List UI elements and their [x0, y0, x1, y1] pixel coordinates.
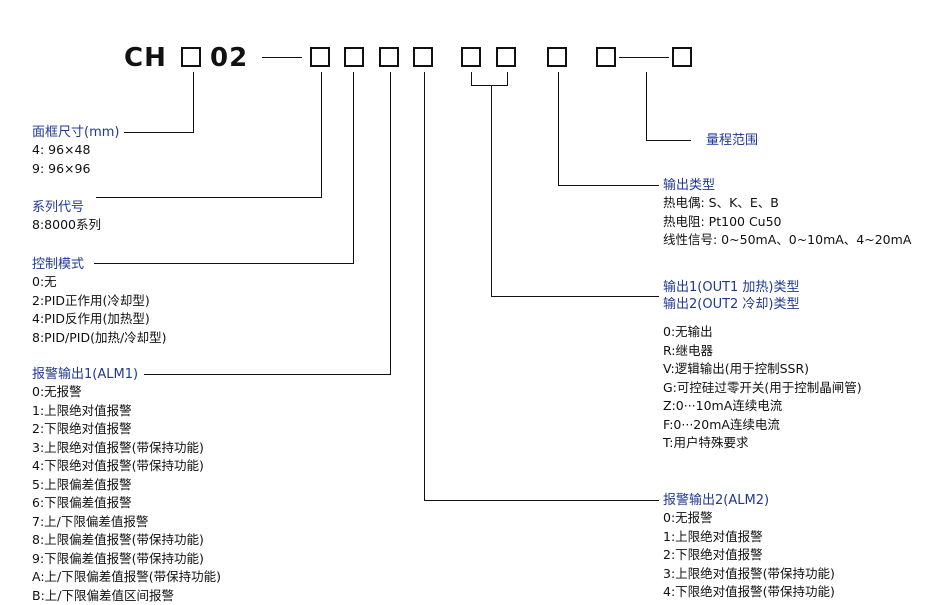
connector-frame-v — [193, 72, 194, 132]
connector-outputs-h — [491, 296, 659, 297]
list-item: 2:下限绝对值报警 — [32, 420, 221, 439]
connector-series-h — [96, 197, 322, 198]
list-item: B:上/下限偏差值区间报警 — [32, 587, 221, 605]
connector-range-h — [646, 140, 691, 141]
connector-input-v — [558, 72, 559, 185]
list-item: 0:无输出 — [663, 323, 862, 342]
group-outputs-title2: 输出2(OUT2 冷却)类型 — [663, 296, 862, 313]
code-box-series — [310, 47, 330, 67]
connector-control-v — [353, 72, 354, 263]
group-alarm2-title: 报警输出2(ALM2) — [663, 492, 835, 509]
connector-input-h — [558, 185, 659, 186]
list-item: F:0···20mA连续电流 — [663, 416, 862, 435]
connector-outputs-v — [491, 85, 492, 296]
connector-alarm2-h — [424, 500, 659, 501]
code-dash-1 — [262, 57, 302, 58]
list-item: 0:无 — [32, 273, 167, 292]
list-item: Z:0···10mA连续电流 — [663, 397, 862, 416]
group-outputs-title1: 输出1(OUT1 加热)类型 — [663, 279, 862, 296]
group-series: 系列代号 8:8000系列 — [32, 199, 101, 235]
list-item: A:上/下限偏差值报警(带保持功能) — [32, 568, 221, 587]
list-item: 3:上限绝对值报警(带保持功能) — [663, 565, 835, 584]
list-item: 9:下限偏差值报警(带保持功能) — [32, 550, 221, 569]
code-box-alarm1 — [379, 47, 399, 67]
group-series-list: 8:8000系列 — [32, 216, 101, 235]
list-item: 热电阻: Pt100 Cu50 — [663, 213, 911, 232]
list-item: 2:PID正作用(冷却型) — [32, 292, 167, 311]
list-item: 4:PID反作用(加热型) — [32, 310, 167, 329]
list-item: 1:上限绝对值报警 — [663, 528, 835, 547]
list-item: 线性信号: 0~50mA、0~10mA、4~20mA — [663, 231, 911, 250]
group-control-title: 控制模式 — [32, 256, 167, 273]
list-item: 8:PID/PID(加热/冷却型) — [32, 329, 167, 348]
list-item: 4:下限绝对值报警(带保持功能) — [32, 457, 221, 476]
list-item: R:继电器 — [663, 342, 862, 361]
group-input-title: 输出类型 — [663, 177, 911, 194]
connector-outputs-stub-b — [507, 72, 508, 85]
list-item: 4: 96×48 — [32, 141, 119, 160]
list-item: 1:上限绝对值报警 — [32, 402, 221, 421]
connector-alarm2-v — [424, 72, 425, 500]
code-mid: 02 — [210, 40, 248, 76]
code-box-range-b — [672, 47, 692, 67]
list-item: 6:下限偏差值报警 — [32, 494, 221, 513]
list-item: 9: 96×96 — [32, 160, 119, 179]
connector-series-v — [321, 72, 322, 197]
list-item: 8:8000系列 — [32, 216, 101, 235]
code-box-out2 — [496, 47, 516, 67]
list-item: 0:无报警 — [32, 383, 221, 402]
group-series-title: 系列代号 — [32, 199, 101, 216]
group-range-title: 量程范围 — [706, 132, 758, 149]
code-prefix: CH — [124, 40, 167, 76]
list-item: 热电偶: S、K、E、B — [663, 194, 911, 213]
code-box-alarm2 — [413, 47, 433, 67]
list-item: G:可控硅过零开关(用于控制晶闸管) — [663, 379, 862, 398]
connector-frame-h — [124, 132, 194, 133]
list-item: 5:上限偏差值报警 — [32, 476, 221, 495]
code-box-control — [344, 47, 364, 67]
list-item: 7:上/下限偏差值报警 — [32, 513, 221, 532]
connector-outputs-bracket — [471, 85, 508, 86]
code-box-input — [547, 47, 567, 67]
code-dash-2 — [619, 57, 669, 58]
list-item: 0:无报警 — [663, 509, 835, 528]
list-item: 8:上限偏差值报警(带保持功能) — [32, 531, 221, 550]
list-item: T:用户特殊要求 — [663, 434, 862, 453]
group-range: 量程范围 — [706, 132, 758, 149]
connector-outputs-stub-a — [471, 72, 472, 85]
connector-range-v — [646, 72, 647, 140]
code-box-out1 — [461, 47, 481, 67]
code-box-range-a — [596, 47, 616, 67]
group-alarm1-title: 报警输出1(ALM1) — [32, 366, 221, 383]
list-item: V:逻辑输出(用于控制SSR) — [663, 360, 862, 379]
code-box-frame — [181, 47, 201, 67]
list-item: 3:上限绝对值报警(带保持功能) — [32, 439, 221, 458]
list-item: 2:下限绝对值报警 — [663, 546, 835, 565]
group-frame-title: 面框尺寸(mm) — [32, 124, 119, 141]
connector-alarm1-v — [390, 72, 391, 374]
